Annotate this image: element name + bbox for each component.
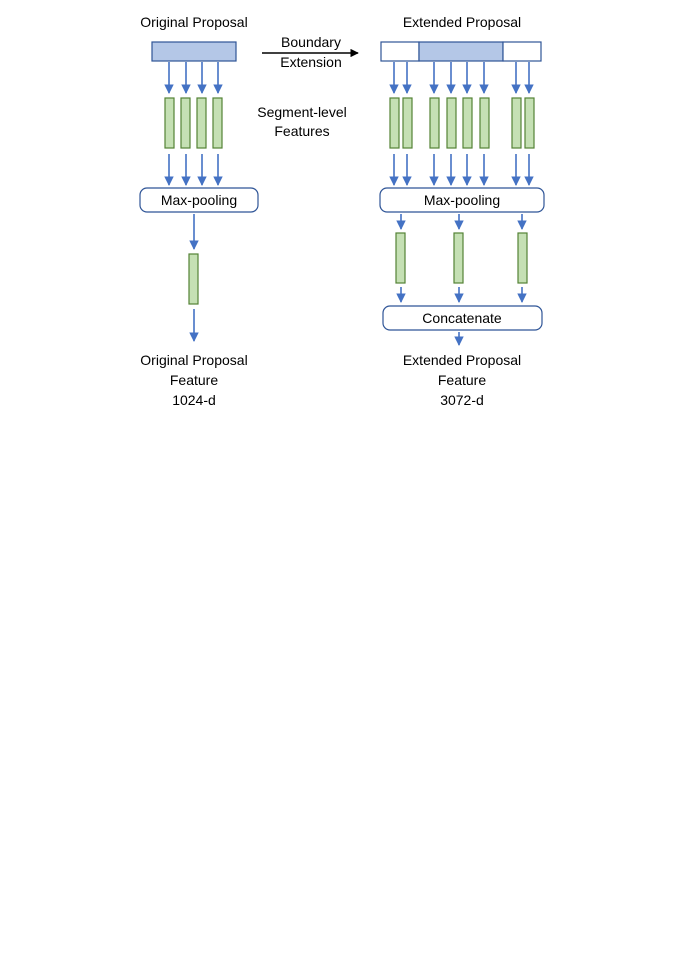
- left-max-pooling-box: [139, 187, 259, 213]
- right-max-pooling-box: [379, 187, 545, 213]
- extended-feature-label-line2: Feature: [438, 372, 486, 388]
- segment-level-label-line2: Features: [274, 123, 329, 139]
- segment-feature-bar: [164, 97, 175, 149]
- left-pooled-feature-bar: [188, 253, 199, 305]
- left-pool-arrows: [164, 154, 223, 186]
- segment-feature-bar: [389, 97, 400, 149]
- right-pooled-features: [395, 232, 528, 284]
- extension-left-segment: [380, 41, 420, 62]
- left-segment-features: [164, 97, 223, 149]
- pooled-feature-bar: [453, 232, 464, 284]
- segment-feature-bar: [180, 97, 191, 149]
- extended-feature-label-line1: Extended Proposal: [403, 352, 521, 368]
- segment-feature-bar: [446, 97, 457, 149]
- right-concat-arrows: [396, 287, 527, 303]
- segment-feature-bar: [479, 97, 490, 149]
- right-input-arrows: [389, 62, 534, 94]
- boundary-extension-label-line1: Boundary: [281, 34, 341, 50]
- left-input-arrows: [164, 62, 223, 94]
- pooled-feature-bar: [395, 232, 406, 284]
- right-pool-arrows: [389, 154, 534, 186]
- right-pooled-arrows: [396, 214, 527, 230]
- concatenate-box: [382, 305, 543, 331]
- extended-proposal-bar: [380, 41, 542, 62]
- original-feature-label-line1: Original Proposal: [140, 352, 247, 368]
- segment-feature-bar: [429, 97, 440, 149]
- concatenate-label: Concatenate: [422, 310, 502, 326]
- right-max-pooling-label: Max-pooling: [424, 192, 500, 208]
- extended-proposal-title: Extended Proposal: [403, 14, 521, 30]
- original-proposal-bar: [151, 41, 237, 62]
- segment-feature-bar: [524, 97, 535, 149]
- segment-feature-bar: [196, 97, 207, 149]
- left-max-pooling-label: Max-pooling: [161, 192, 237, 208]
- pooled-feature-bar: [517, 232, 528, 284]
- segment-feature-bar: [511, 97, 522, 149]
- original-feature-label-line2: Feature: [170, 372, 218, 388]
- right-segment-features: [389, 97, 535, 149]
- original-feature-label-line3: 1024-d: [172, 392, 216, 408]
- extended-feature-label-line3: 3072-d: [440, 392, 484, 408]
- boundary-extension-label-line2: Extension: [280, 54, 341, 70]
- segment-feature-bar: [402, 97, 413, 149]
- segment-level-label-line1: Segment-level: [257, 104, 347, 120]
- extension-right-segment: [502, 41, 542, 62]
- segment-feature-bar: [462, 97, 473, 149]
- original-proposal-title: Original Proposal: [140, 14, 247, 30]
- original-core-segment: [418, 41, 504, 62]
- segment-feature-bar: [212, 97, 223, 149]
